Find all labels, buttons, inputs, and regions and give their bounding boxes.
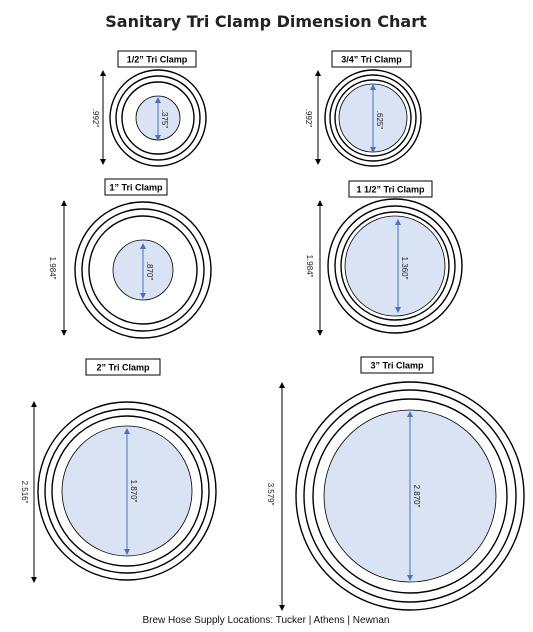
middle-ring [115, 75, 201, 161]
inner-dimension: 1.870" [129, 480, 138, 503]
inner-dimension: .625" [375, 111, 384, 130]
clamp-one-and-half-inch: 1 1/2” Tri Clamp 1.984" 1.360" [305, 180, 463, 336]
clamp-half-inch: 1/2” Tri Clamp .992" .375" [91, 50, 207, 167]
inner-ring [340, 211, 450, 321]
clamp-label: 1” Tri Clamp [109, 183, 163, 193]
clamp-label-box [348, 180, 433, 198]
outer-dimension: .992" [91, 109, 100, 128]
clamp-three-inch: 3” Tri Clamp 3.579" 2.870" [266, 356, 525, 611]
inner-dimension: 1.360" [400, 257, 409, 280]
page-title: Sanitary Tri Clamp Dimension Chart [105, 12, 427, 31]
outer-ring [74, 201, 212, 339]
clamp-one-inch: 1” Tri Clamp 1.984" .870" [48, 178, 212, 339]
footer-locations: Brew Hose Supply Locations: Tucker | Ath… [143, 615, 390, 626]
clamp-label-box [117, 50, 197, 68]
inner-ring [51, 415, 203, 567]
inner-dimension: 2.870" [412, 485, 421, 508]
clamp-label-box [104, 178, 168, 196]
outer-dimension: 3.579" [266, 483, 275, 506]
middle-ring [329, 74, 417, 162]
bore-circle [344, 215, 446, 317]
inner-dimension: .375" [160, 110, 169, 129]
outer-dimension: 1.984" [48, 257, 57, 280]
clamp-label: 1 1/2” Tri Clamp [356, 185, 425, 195]
middle-ring [303, 389, 517, 603]
clamp-label: 3” Tri Clamp [370, 361, 424, 371]
outer-dimension: 1.984" [305, 255, 314, 278]
inner-dimension: .870" [145, 262, 154, 281]
clamp-label-box [360, 356, 434, 374]
inner-ring [334, 79, 412, 157]
inner-ring [88, 215, 198, 325]
middle-ring [334, 205, 456, 327]
outer-dimension: .992" [304, 109, 313, 128]
outer-dimension: 2.516" [20, 481, 29, 504]
outer-ring [324, 69, 422, 167]
outer-ring [37, 401, 217, 581]
middle-ring [44, 408, 210, 574]
inner-ring [312, 398, 508, 594]
outer-ring [327, 198, 463, 334]
inner-ring [121, 81, 195, 155]
clamp-label-box [331, 50, 412, 68]
clamp-two-inch: 2” Tri Clamp 2.516" 1.870" [20, 358, 217, 583]
clamp-label: 3/4” Tri Clamp [341, 55, 402, 65]
middle-ring [81, 208, 205, 332]
outer-ring [295, 381, 525, 611]
clamp-three-quarter-inch: 3/4” Tri Clamp .992" .625" [304, 50, 422, 167]
clamp-label-box [85, 358, 161, 376]
clamp-label: 1/2” Tri Clamp [127, 55, 188, 65]
outer-ring [109, 69, 207, 167]
clamp-label: 2” Tri Clamp [96, 363, 150, 373]
